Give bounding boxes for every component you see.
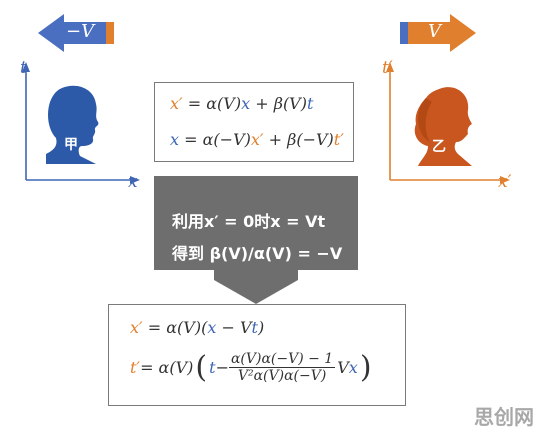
res1-alpha: = α(V)(	[142, 318, 208, 337]
left-motion-arrow	[38, 14, 114, 52]
res2-minus: −	[215, 358, 229, 377]
eq1-x: x	[241, 94, 251, 113]
res2-fraction-denominator: V²α(V)α(−V)	[237, 368, 327, 384]
left-axis-t-label: t	[20, 58, 27, 78]
eq1-beta: + β(V)	[250, 94, 307, 113]
left-axis-x-label: x	[128, 172, 138, 192]
top-equation-box	[154, 82, 354, 162]
res2-fraction-numerator: α(V)α(−V) − 1	[228, 351, 336, 368]
res2-t: t	[209, 358, 216, 377]
eq1-alpha: = α(V)	[182, 94, 242, 113]
right-axis-t-label: t′	[382, 58, 393, 78]
equation-x-prime: x′ = α(V)x + β(V)t	[170, 94, 313, 113]
eq1-t: t	[306, 94, 314, 113]
eq2-tprime: t′	[333, 130, 344, 149]
eq1-xprime: x′	[170, 94, 183, 113]
equation-x: x = α(−V)x′ + β(−V)t′	[170, 130, 344, 149]
res1-xprime: x′	[130, 318, 143, 337]
watermark: 思创网	[474, 405, 534, 429]
eq2-beta: + β(−V)	[263, 130, 334, 149]
derivation-arrow	[154, 176, 358, 304]
eq2-x: x	[170, 130, 180, 149]
res2-fraction: α(V)α(−V) − 1 V²α(V)α(−V)	[228, 351, 336, 384]
res2-v: V	[337, 358, 349, 377]
left-observer-label: 甲	[64, 137, 78, 153]
res1-minus: − V	[216, 318, 252, 337]
result-t-prime: t′ = α(V) ( t − α(V)α(−V) − 1 V²α(V)α(−V…	[130, 350, 372, 385]
res2-open-paren: (	[195, 350, 208, 385]
left-arrow-label: −V	[66, 21, 95, 42]
female-silhouette-icon	[414, 87, 472, 166]
eq2-xprime: x′	[250, 130, 264, 149]
male-silhouette-icon	[46, 85, 99, 164]
res2-x: x	[348, 358, 358, 377]
derivation-step-line2: 得到 β(V)/α(V) = −V	[172, 244, 343, 263]
res2-close-paren: )	[359, 350, 372, 385]
right-axis-x-label: x′	[498, 172, 512, 192]
left-axes	[22, 62, 140, 184]
result-x-prime: x′ = α(V)(x − Vt)	[130, 318, 264, 337]
bottom-equation-box	[108, 304, 406, 406]
res2-tprime: t′	[130, 358, 141, 377]
derivation-step-line1: 利用x′ = 0时x = Vt	[172, 212, 326, 231]
res2-alpha: = α(V)	[140, 358, 194, 377]
res1-close: )	[257, 318, 265, 337]
eq2-alpha: = α(−V)	[179, 130, 251, 149]
right-arrow-label: V	[428, 21, 441, 42]
res1-t: t	[251, 318, 258, 337]
right-motion-arrow	[400, 14, 476, 52]
right-observer-label: 乙	[432, 139, 446, 155]
right-axes	[386, 62, 510, 184]
res1-x: x	[207, 318, 217, 337]
